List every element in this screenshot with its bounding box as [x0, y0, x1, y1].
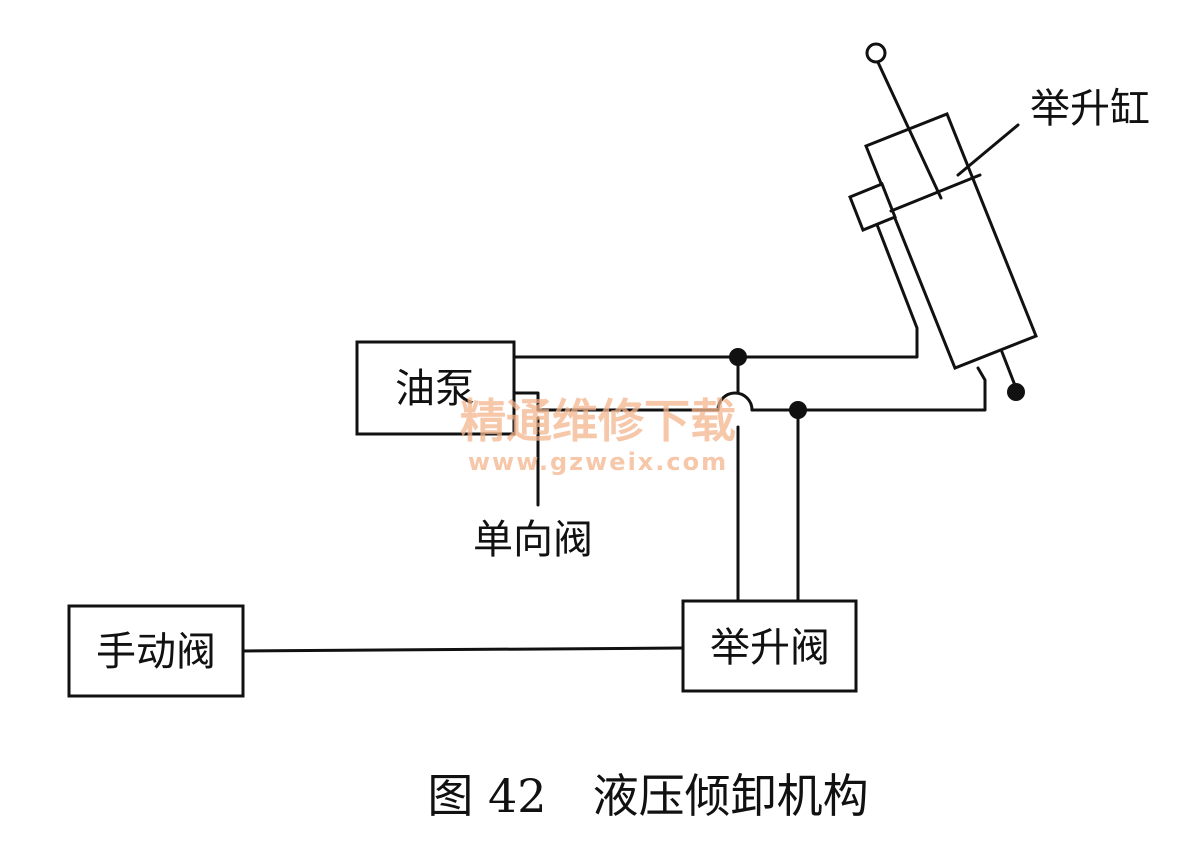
- oil-pump-box: [355, 340, 516, 436]
- oil-pump-label: 油泵: [395, 366, 475, 412]
- figure-caption: 图 42 液压倾卸机构: [427, 769, 868, 823]
- rod-pivot-circle: [865, 42, 887, 64]
- cylinder-base-mount: [1000, 350, 1018, 390]
- watermark-title: 精通维修下载: [460, 394, 736, 448]
- junction-dot-upper: [729, 348, 747, 366]
- watermark-url: www.gzweix.com: [468, 448, 728, 476]
- lift-cylinder-label: 举升缸: [1030, 86, 1150, 132]
- cylinder-side-port: [848, 182, 897, 232]
- lift-cylinder-leader: [956, 123, 1020, 177]
- check-valve-label: 单向阀: [473, 517, 593, 563]
- base-pivot-dot: [1007, 383, 1025, 401]
- pressure-line-upper: [512, 220, 919, 359]
- cylinder-piston: [889, 173, 982, 213]
- cylinder-body: [864, 112, 1038, 370]
- return-line-lower-left: [512, 391, 720, 412]
- lift-valve-label: 举升阀: [710, 625, 830, 671]
- manual-control-link: [241, 646, 685, 653]
- cylinder-piston-rod: [874, 56, 943, 200]
- return-line-lower-right: [750, 366, 987, 412]
- lift-valve-box: [681, 599, 858, 693]
- lift-cylinder: [848, 42, 1038, 401]
- manual-valve-box: [67, 604, 245, 698]
- pipe-crossover-hop: [716, 391, 754, 412]
- junction-dot-lower: [789, 401, 807, 419]
- manual-valve-label: 手动阀: [96, 629, 216, 675]
